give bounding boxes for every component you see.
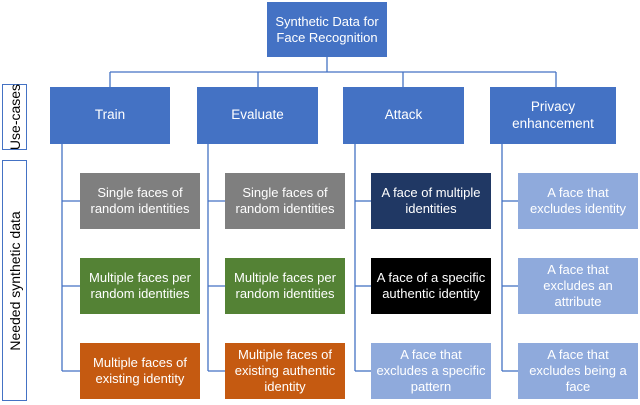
- privacy-leaf-excludes-attribute: A face that excludes an attribute: [518, 258, 638, 314]
- train-leaf-1-label: Single faces of random identities: [90, 185, 190, 216]
- needed-data-side-text: Needed synthetic data: [6, 210, 23, 351]
- usecase-evaluate-label: Evaluate: [231, 107, 284, 123]
- train-leaf-multiple-existing: Multiple faces of existing identity: [80, 343, 200, 399]
- usecase-train-label: Train: [94, 107, 126, 123]
- train-leaf-3-label: Multiple faces of existing identity: [93, 355, 187, 386]
- evaluate-leaf-multiple-random: Multiple faces per random identities: [225, 258, 345, 314]
- attack-leaf-2-label: A face of a specific authentic identity: [376, 270, 486, 301]
- train-leaf-single-random: Single faces of random identities: [80, 173, 200, 229]
- evaluate-leaf-1-label: Single faces of random identities: [235, 185, 335, 216]
- privacy-leaf-excludes-face: A face that excludes being a face: [518, 343, 638, 399]
- privacy-leaf-1-label: A face that excludes identity: [529, 185, 627, 216]
- evaluate-leaf-single-random: Single faces of random identities: [225, 173, 345, 229]
- usecase-attack: Attack: [343, 87, 464, 144]
- root-node-label: Synthetic Data for Face Recognition: [275, 13, 379, 45]
- use-cases-side-text: Use-cases: [6, 83, 23, 151]
- train-leaf-2-label: Multiple faces per random identities: [89, 270, 191, 301]
- privacy-leaf-excludes-identity: A face that excludes identity: [518, 173, 638, 229]
- attack-leaf-specific-authentic: A face of a specific authentic identity: [371, 258, 491, 314]
- attack-leaf-3-label: A face that excludes a specific pattern: [376, 347, 486, 394]
- root-node: Synthetic Data for Face Recognition: [267, 2, 387, 57]
- evaluate-leaf-3-label: Multiple faces of existing authentic ide…: [234, 347, 336, 394]
- usecase-evaluate: Evaluate: [197, 87, 318, 144]
- train-leaf-multiple-random: Multiple faces per random identities: [80, 258, 200, 314]
- use-cases-side-label: Use-cases: [2, 84, 27, 150]
- usecase-train: Train: [50, 87, 170, 144]
- attack-leaf-1-label: A face of multiple identities: [381, 185, 481, 216]
- needed-data-side-label: Needed synthetic data: [2, 160, 27, 401]
- evaluate-leaf-multiple-existing-authentic: Multiple faces of existing authentic ide…: [225, 343, 345, 399]
- attack-leaf-excludes-pattern: A face that excludes a specific pattern: [371, 343, 491, 399]
- privacy-leaf-2-label: A face that excludes an attribute: [543, 262, 613, 309]
- evaluate-leaf-2-label: Multiple faces per random identities: [234, 270, 336, 301]
- usecase-privacy: Privacy enhancement: [490, 87, 616, 144]
- usecase-attack-label: Attack: [384, 107, 423, 123]
- usecase-privacy-label: Privacy enhancement: [512, 99, 594, 131]
- attack-leaf-multiple-identities: A face of multiple identities: [371, 173, 491, 229]
- privacy-leaf-3-label: A face that excludes being a face: [529, 347, 627, 394]
